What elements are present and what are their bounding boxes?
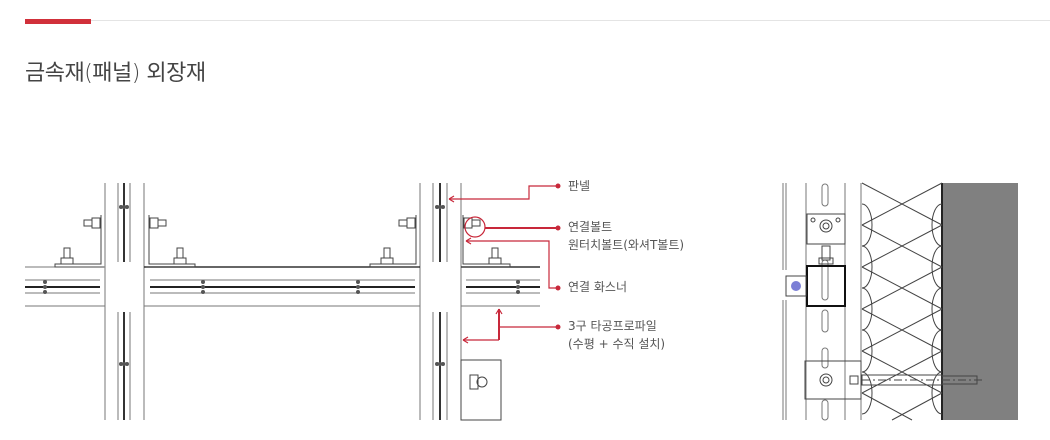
label-profile-line2: (수평 + 수직 설치) <box>568 337 666 351</box>
vertical-section-drawing <box>782 182 1018 421</box>
label-bolt-line1: 연결볼트 <box>568 220 613 234</box>
label-panel: 판넬 <box>568 179 591 193</box>
page-title: 금속재(패널) 외장재 <box>25 61 206 86</box>
header-accent-bar <box>25 19 91 24</box>
label-profile-line1: 3구 타공프로파일 <box>568 319 657 333</box>
label-fastener: 연결 화스너 <box>568 280 628 294</box>
insulation <box>861 182 943 421</box>
label-bolt-line2: 원터치볼트(와셔T볼트) <box>568 238 685 252</box>
plan-section-drawing <box>25 183 561 421</box>
header-divider <box>25 20 1050 21</box>
annotation-leaders <box>448 185 558 344</box>
washer-bolt-marker <box>791 281 801 291</box>
